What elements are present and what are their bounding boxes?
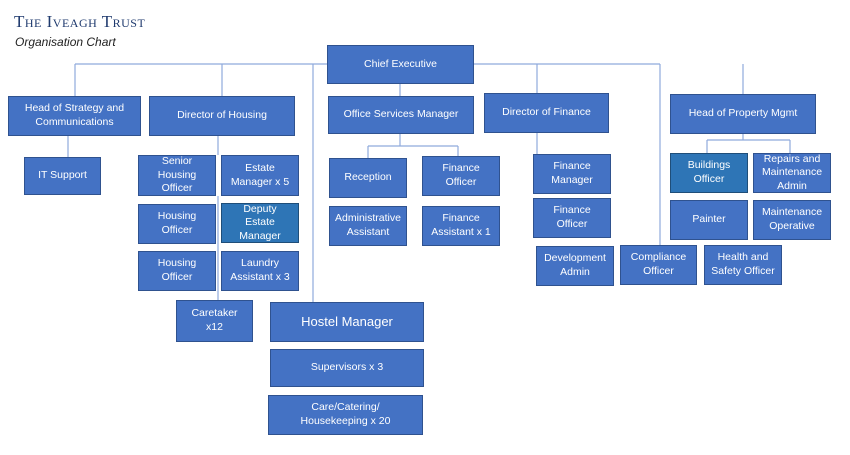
chart-title: The Iveagh Trust xyxy=(14,12,146,31)
node-director-of-housing: Director of Housing xyxy=(149,96,295,136)
node-reception: Reception xyxy=(329,158,407,198)
node-chief-executive: Chief Executive xyxy=(327,45,474,84)
node-it-support: IT Support xyxy=(24,157,101,195)
node-deputy-estate-manager: Deputy Estate Manager xyxy=(221,203,299,243)
node-compliance-officer: Compliance Officer xyxy=(620,245,697,285)
node-supervisors: Supervisors x 3 xyxy=(270,349,424,387)
node-laundry-assistant: Laundry Assistant x 3 xyxy=(221,251,299,291)
node-office-services-manager: Office Services Manager xyxy=(328,96,474,134)
node-repairs-and-maintenance-admin: Repairs and Maintenance Admin xyxy=(753,153,831,193)
node-finance-manager: Finance Manager xyxy=(533,154,611,194)
node-finance-officer-finance: Finance Officer xyxy=(533,198,611,238)
node-buildings-officer: Buildings Officer xyxy=(670,153,748,193)
chart-subtitle: Organisation Chart xyxy=(15,35,116,49)
node-caretaker: Caretaker x12 xyxy=(176,300,253,342)
node-development-admin: Development Admin xyxy=(536,246,614,286)
node-housing-officer-1: Housing Officer xyxy=(138,204,216,244)
node-maintenance-operative: Maintenance Operative xyxy=(753,200,831,240)
node-health-and-safety-officer: Health and Safety Officer xyxy=(704,245,782,285)
node-head-of-property-mgmt: Head of Property Mgmt xyxy=(670,94,816,134)
node-head-of-strategy: Head of Strategy and Communications xyxy=(8,96,141,136)
node-housing-officer-2: Housing Officer xyxy=(138,251,216,291)
node-painter: Painter xyxy=(670,200,748,240)
node-care-catering-housekeeping: Care/Catering/ Housekeeping x 20 xyxy=(268,395,423,435)
node-finance-assistant: Finance Assistant x 1 xyxy=(422,206,500,246)
node-director-of-finance: Director of Finance xyxy=(484,93,609,133)
node-finance-officer-office: Finance Officer xyxy=(422,156,500,196)
node-hostel-manager: Hostel Manager xyxy=(270,302,424,342)
node-estate-manager: Estate Manager x 5 xyxy=(221,155,299,196)
node-administrative-assistant: Administrative Assistant xyxy=(329,206,407,246)
node-senior-housing-officer: Senior Housing Officer xyxy=(138,155,216,196)
